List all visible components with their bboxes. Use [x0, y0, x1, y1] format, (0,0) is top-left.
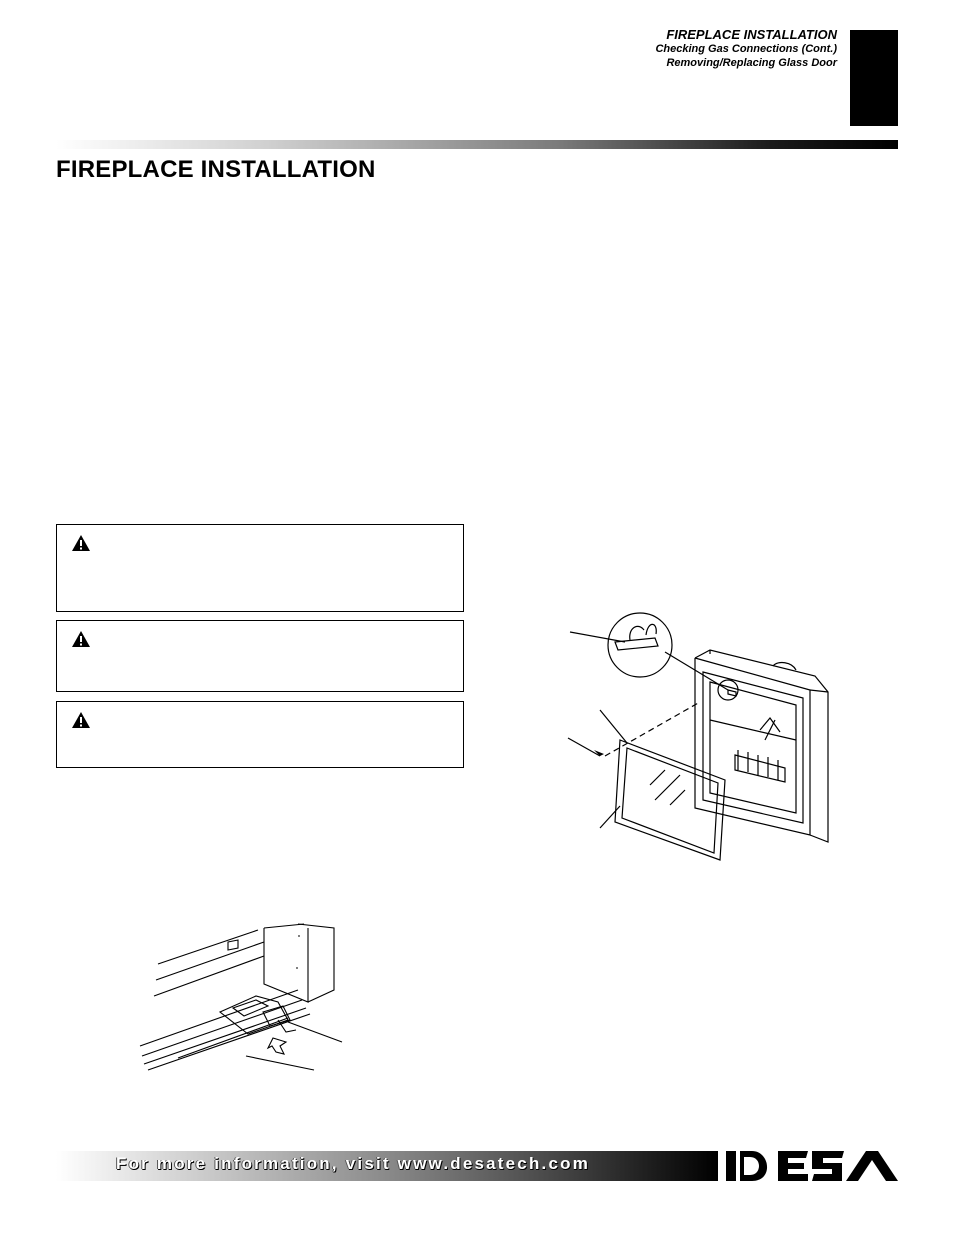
header-subtitle-1: Checking Gas Connections (Cont.) — [655, 43, 837, 56]
page-title: FIREPLACE INSTALLATION — [56, 156, 376, 183]
warning-box-3 — [56, 701, 464, 768]
running-header: FIREPLACE INSTALLATION Checking Gas Conn… — [655, 27, 837, 71]
warning-triangle-icon — [72, 712, 90, 728]
footer-gradient-bar — [56, 1151, 718, 1181]
section-tab-block — [850, 30, 898, 126]
footer-website-text: For more information, visit www.desatech… — [116, 1154, 591, 1173]
glass-door-removal-illustration — [567, 612, 829, 861]
header-gradient-rule — [56, 140, 898, 149]
header-section-title: FIREPLACE INSTALLATION — [666, 27, 837, 42]
header-subtitle-2: Removing/Replacing Glass Door — [666, 57, 837, 69]
warning-triangle-icon — [72, 631, 90, 647]
warning-box-1 — [56, 524, 464, 612]
warning-triangle-icon — [72, 535, 90, 551]
desa-logo — [726, 1151, 898, 1181]
warning-box-2 — [56, 620, 464, 692]
door-latch-illustration — [139, 923, 343, 1071]
